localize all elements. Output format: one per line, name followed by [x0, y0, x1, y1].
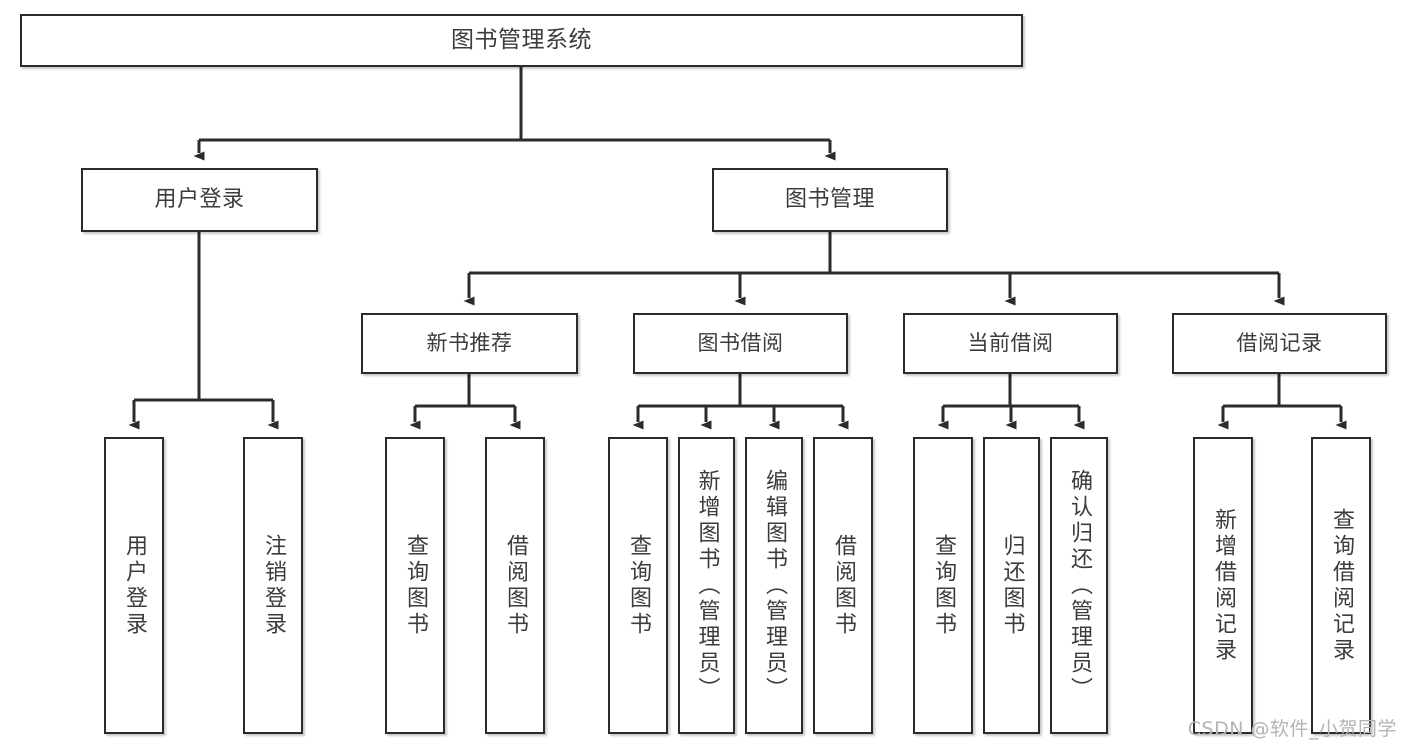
leaf-borrow-book-1-label: 借阅图书	[503, 533, 528, 638]
node-book-borrow-label: 图书借阅	[697, 330, 784, 355]
leaf-query-book-2-label: 查询图书	[626, 533, 651, 638]
leaf-query-record-label: 查询借阅记录	[1329, 507, 1354, 664]
leaf-add-record[interactable]: 新增借阅记录	[1193, 437, 1253, 734]
node-new-book-recommend-label: 新书推荐	[426, 330, 513, 355]
leaf-logout-login[interactable]: 注销登录	[243, 437, 303, 734]
leaf-query-book-1[interactable]: 查询图书	[385, 437, 445, 734]
leaf-confirm-return[interactable]: 确认归还（管理员）	[1050, 437, 1108, 734]
leaf-add-book[interactable]: 新增图书（管理员）	[678, 437, 735, 734]
leaf-edit-book[interactable]: 编辑图书（管理员）	[745, 437, 803, 734]
leaf-confirm-return-label: 确认归还（管理员）	[1067, 468, 1092, 703]
leaf-add-record-label: 新增借阅记录	[1211, 507, 1236, 664]
leaf-user-login[interactable]: 用户登录	[104, 437, 164, 734]
node-root-label: 图书管理系统	[451, 26, 592, 53]
leaf-add-book-label: 新增图书（管理员）	[694, 468, 720, 703]
leaf-query-book-2[interactable]: 查询图书	[608, 437, 668, 734]
leaf-query-book-1-label: 查询图书	[403, 533, 428, 638]
node-book-management[interactable]: 图书管理	[712, 168, 948, 232]
node-user-login[interactable]: 用户登录	[81, 168, 318, 232]
leaf-edit-book-label: 编辑图书（管理员）	[762, 468, 787, 703]
node-user-login-label: 用户登录	[154, 186, 245, 212]
leaf-borrow-book-1[interactable]: 借阅图书	[485, 437, 545, 734]
node-root[interactable]: 图书管理系统	[20, 14, 1023, 67]
node-book-management-label: 图书管理	[784, 186, 875, 212]
leaf-logout-login-label: 注销登录	[261, 533, 286, 638]
node-borrow-record-label: 借阅记录	[1236, 330, 1323, 355]
node-book-borrow[interactable]: 图书借阅	[633, 313, 848, 374]
node-new-book-recommend[interactable]: 新书推荐	[361, 313, 578, 374]
leaf-return-book-label: 归还图书	[999, 533, 1025, 638]
leaf-borrow-book-2[interactable]: 借阅图书	[813, 437, 873, 734]
leaf-query-record[interactable]: 查询借阅记录	[1311, 437, 1371, 734]
node-current-borrow-label: 当前借阅	[967, 330, 1054, 355]
leaf-borrow-book-2-label: 借阅图书	[831, 533, 856, 638]
leaf-return-book[interactable]: 归还图书	[983, 437, 1040, 734]
leaf-user-login-label: 用户登录	[122, 533, 147, 638]
leaf-query-book-3-label: 查询图书	[931, 533, 956, 638]
node-borrow-record[interactable]: 借阅记录	[1172, 313, 1387, 374]
node-current-borrow[interactable]: 当前借阅	[903, 313, 1118, 374]
leaf-query-book-3[interactable]: 查询图书	[913, 437, 973, 734]
